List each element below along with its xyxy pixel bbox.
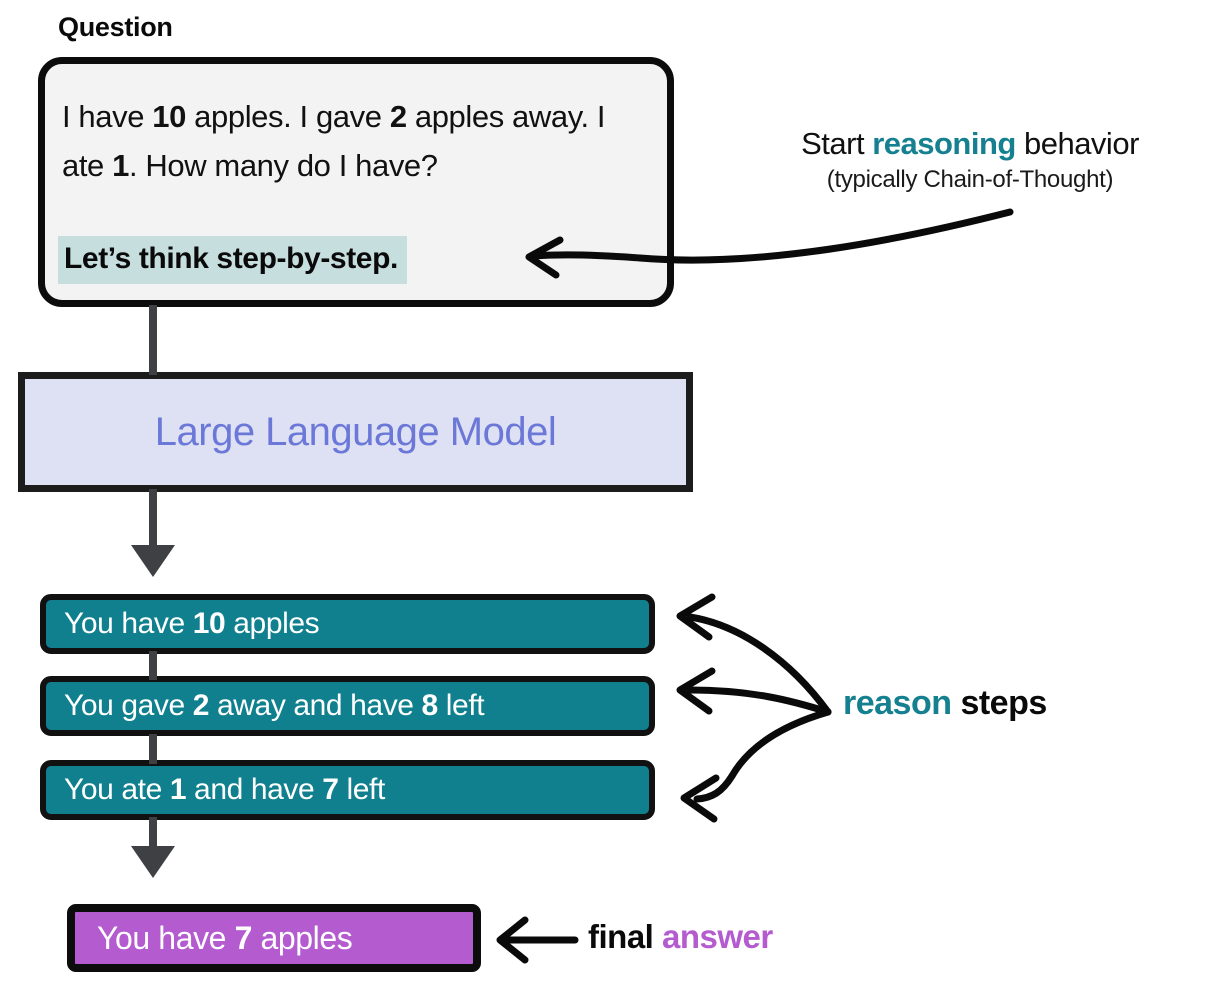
- start-reasoning-pre: Start: [801, 126, 873, 161]
- question-text: I have 10 apples. I gave 2 apples away. …: [62, 99, 606, 183]
- reason-step-text-3: You ate 1 and have 7 left: [64, 773, 385, 806]
- reason-step-box-3: You ate 1 and have 7 left: [40, 760, 655, 820]
- start-reasoning-annotation: Start reasoning behavior (typically Chai…: [730, 126, 1210, 194]
- start-reasoning-line1: Start reasoning behavior: [730, 126, 1210, 162]
- start-reasoning-subtitle: (typically Chain-of-Thought): [826, 166, 1114, 193]
- reason-steps-keyword: reason: [843, 684, 952, 722]
- chain-of-thought-prompt-highlight: Let’s think step-by-step.: [58, 236, 407, 284]
- arrowhead-to-step2: [676, 667, 716, 715]
- reason-steps-rest: steps: [951, 684, 1047, 722]
- curved-arrow-to-step3: [693, 708, 832, 803]
- reason-step-box-2: You gave 2 away and have 8 left: [40, 676, 655, 736]
- arrowhead-final-answer: [496, 916, 529, 964]
- curved-arrow-to-step2: [686, 686, 832, 716]
- curved-arrow-to-step1: [686, 613, 832, 716]
- final-answer-pre: final: [588, 918, 663, 955]
- question-section-label: Question: [58, 12, 173, 42]
- reason-step-text-1: You have 10 apples: [64, 607, 320, 640]
- reason-steps-annotation: reason steps: [843, 684, 1047, 723]
- llm-box-label: Large Language Model: [154, 409, 557, 454]
- final-answer-text: You have 7 apples: [97, 919, 353, 956]
- large-language-model-box: Large Language Model: [18, 372, 693, 492]
- arrowhead-steps-to-answer: [131, 846, 175, 878]
- reason-step-box-1: You have 10 apples: [40, 594, 655, 654]
- final-answer-box: You have 7 apples: [67, 904, 481, 972]
- start-reasoning-keyword: reasoning: [872, 126, 1016, 161]
- arrowhead-to-step1: [676, 593, 716, 641]
- reason-step-text-2: You gave 2 away and have 8 left: [64, 689, 485, 722]
- arrowhead-to-step3: [680, 774, 720, 823]
- final-answer-annotation: final answer: [588, 918, 773, 956]
- start-reasoning-post: behavior: [1015, 126, 1139, 161]
- arrowhead-llm-to-steps: [131, 545, 175, 577]
- final-answer-keyword: answer: [662, 918, 773, 955]
